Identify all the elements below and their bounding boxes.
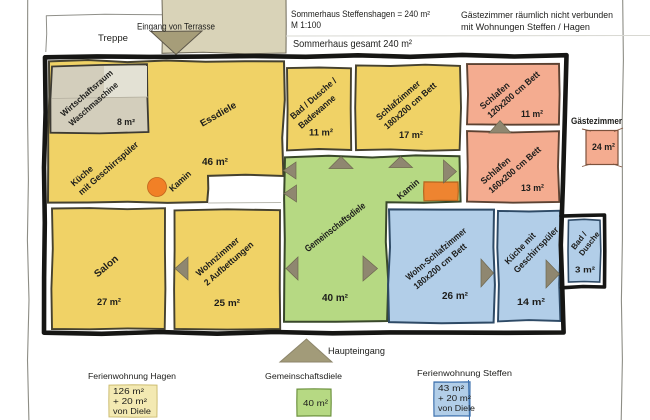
svg-text:11 m²: 11 m² bbox=[521, 109, 543, 120]
svg-text:40 m²: 40 m² bbox=[303, 398, 328, 408]
svg-text:Eingang von Terrasse: Eingang von Terrasse bbox=[137, 22, 215, 32]
svg-text:40 m²: 40 m² bbox=[322, 293, 349, 304]
svg-text:27 m²: 27 m² bbox=[97, 297, 121, 308]
svg-text:M 1:100: M 1:100 bbox=[291, 20, 321, 30]
svg-text:Sommerhaus gesamt 240 m²: Sommerhaus gesamt 240 m² bbox=[293, 38, 412, 50]
svg-text:+ 20 m²: + 20 m² bbox=[438, 394, 471, 403]
svg-text:3 m²: 3 m² bbox=[575, 265, 595, 275]
svg-text:Ferienwohnung Hagen: Ferienwohnung Hagen bbox=[88, 371, 176, 381]
svg-text:11 m²: 11 m² bbox=[309, 128, 333, 139]
svg-text:17 m²: 17 m² bbox=[399, 130, 423, 141]
svg-text:8 m²: 8 m² bbox=[117, 117, 135, 127]
svg-text:26 m²: 26 m² bbox=[442, 291, 469, 302]
svg-text:mit Wohnungen Steffen / Hagen: mit Wohnungen Steffen / Hagen bbox=[461, 22, 590, 32]
svg-text:Gemeinschaftsdiele: Gemeinschaftsdiele bbox=[265, 371, 342, 381]
svg-text:126 m²: 126 m² bbox=[113, 387, 144, 396]
svg-text:Sommerhaus Steffenshagen = 240: Sommerhaus Steffenshagen = 240 m² bbox=[291, 9, 430, 19]
svg-text:Gästezimmer: Gästezimmer bbox=[571, 116, 622, 127]
svg-text:Haupteingang: Haupteingang bbox=[328, 346, 385, 356]
svg-text:13 m²: 13 m² bbox=[521, 183, 544, 194]
svg-text:43 m²: 43 m² bbox=[438, 384, 464, 393]
svg-text:von Diele: von Diele bbox=[113, 407, 152, 416]
svg-text:+ 20 m²: + 20 m² bbox=[113, 397, 147, 406]
svg-text:25 m²: 25 m² bbox=[214, 298, 240, 309]
svg-text:Treppe: Treppe bbox=[98, 33, 128, 44]
svg-text:46 m²: 46 m² bbox=[202, 157, 229, 168]
svg-text:24 m²: 24 m² bbox=[592, 142, 615, 153]
svg-text:von Diele: von Diele bbox=[438, 404, 476, 413]
svg-text:Gästezimmer räumlich nicht ver: Gästezimmer räumlich nicht verbunden bbox=[461, 10, 613, 20]
svg-text:Ferienwohnung Steffen: Ferienwohnung Steffen bbox=[417, 368, 512, 378]
svg-text:14 m²: 14 m² bbox=[517, 297, 545, 308]
